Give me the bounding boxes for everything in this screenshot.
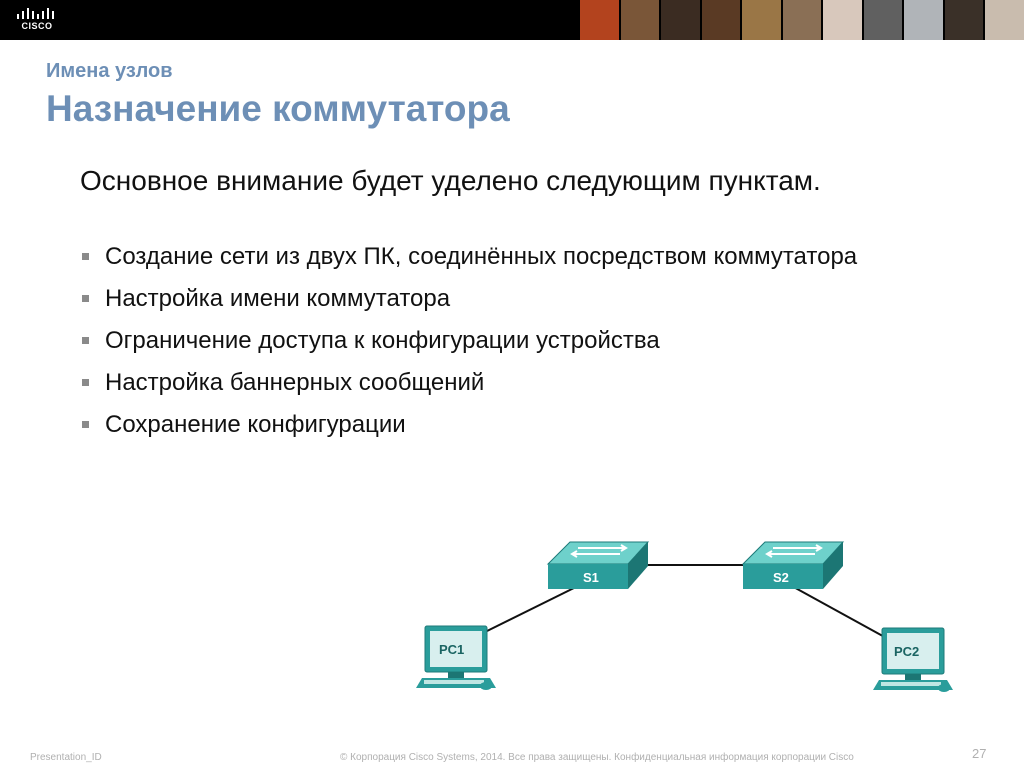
header-photo	[863, 0, 903, 40]
logo-text: CISCO	[21, 21, 53, 31]
page-number: 27	[972, 746, 987, 761]
list-item-text: Настройка имени коммутатора	[105, 285, 451, 312]
square-bullet-icon	[82, 337, 89, 344]
switch-label-s2: S2	[773, 570, 789, 585]
list-item-text: Ограничение доступа к конфигурации устро…	[105, 327, 660, 354]
switch-s1[interactable]: S1	[546, 541, 650, 589]
header-photo	[904, 0, 943, 40]
photo-strip	[578, 0, 1024, 40]
header-photo	[620, 0, 660, 40]
copyright-notice: © Корпорация Cisco Systems, 2014. Все пр…	[340, 752, 854, 763]
presentation-id: Presentation_ID	[30, 752, 102, 763]
header-photo	[944, 0, 984, 40]
header-photo	[742, 0, 781, 40]
list-item: Сохранение конфигурации	[80, 412, 880, 438]
header-photo	[580, 0, 619, 40]
list-item-text: Сохранение конфигурации	[105, 411, 406, 438]
switch-arrows-icon	[765, 544, 823, 558]
pc-label-pc1: PC1	[439, 642, 464, 657]
list-item: Настройка имени коммутатора	[80, 286, 880, 312]
bullet-list: Создание сети из двух ПК, соединённых по…	[80, 244, 880, 454]
square-bullet-icon	[82, 379, 89, 386]
slide-subtitle: Имена узлов	[46, 60, 173, 82]
header-photo	[985, 0, 1024, 40]
list-item-text: Настройка баннерных сообщений	[105, 369, 485, 396]
cisco-bridge-icon	[17, 8, 54, 19]
pc-pc2[interactable]: PC2	[873, 627, 953, 692]
network-topology-diagram: S1 S2 PC1 PC2	[416, 541, 953, 692]
pc-pc1[interactable]: PC1	[416, 625, 496, 690]
square-bullet-icon	[82, 253, 89, 260]
header-photo	[782, 0, 822, 40]
cisco-logo: CISCO	[14, 6, 58, 36]
square-bullet-icon	[82, 295, 89, 302]
switch-arrows-icon	[570, 544, 628, 558]
switch-label-s1: S1	[583, 570, 599, 585]
header-photo	[823, 0, 862, 40]
switch-s2[interactable]: S2	[741, 541, 845, 589]
header-photo	[701, 0, 741, 40]
list-item-text: Создание сети из двух ПК, соединённых по…	[105, 243, 858, 270]
header-photo	[661, 0, 700, 40]
list-item: Ограничение доступа к конфигурации устро…	[80, 328, 880, 354]
header-bar: CISCO	[0, 0, 1024, 40]
slide-title: Назначение коммутатора	[46, 88, 510, 129]
pc-label-pc2: PC2	[894, 644, 919, 659]
cable-pc1-s1	[484, 584, 581, 633]
square-bullet-icon	[82, 421, 89, 428]
intro-text: Основное внимание будет уделено следующи…	[80, 165, 821, 196]
list-item: Настройка баннерных сообщений	[80, 370, 880, 396]
list-item: Создание сети из двух ПК, соединённых по…	[80, 244, 880, 270]
cable-s2-pc2	[789, 584, 891, 641]
